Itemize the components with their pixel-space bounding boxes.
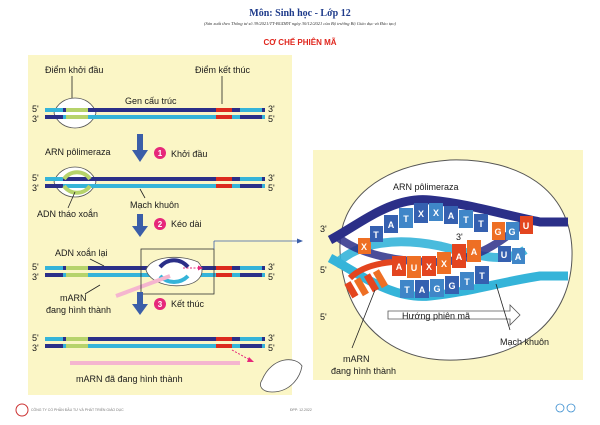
svg-text:5': 5' bbox=[268, 272, 275, 282]
termination-row: 5' 3' 3' 5' bbox=[32, 333, 303, 393]
mrna-strand bbox=[70, 361, 240, 365]
svg-text:3: 3 bbox=[158, 300, 163, 309]
detail-template-label: Mạch khuôn bbox=[500, 337, 549, 347]
step-label-2: Kéo dài bbox=[171, 219, 202, 229]
svg-text:U: U bbox=[501, 250, 508, 260]
svg-text:G: G bbox=[448, 281, 455, 291]
mrna-forming-label-1: mARN bbox=[60, 293, 87, 303]
svg-text:A: A bbox=[471, 247, 478, 257]
svg-text:X: X bbox=[361, 242, 367, 252]
svg-text:5': 5' bbox=[32, 173, 39, 183]
svg-text:U: U bbox=[523, 221, 530, 231]
svg-text:T: T bbox=[373, 230, 379, 240]
initiation-row: 5' 3' 3' 5' bbox=[32, 166, 275, 209]
svg-text:ĐPP: 12.2022: ĐPP: 12.2022 bbox=[290, 408, 312, 412]
gene-label: Gen cấu trúc bbox=[125, 96, 177, 106]
svg-text:5': 5' bbox=[268, 183, 275, 193]
svg-text:A: A bbox=[388, 220, 395, 230]
svg-text:3': 3' bbox=[32, 343, 39, 353]
page-title: Môn: Sinh học - Lớp 12 bbox=[249, 8, 351, 19]
quality-icon bbox=[566, 403, 576, 413]
svg-text:3': 3' bbox=[268, 173, 275, 183]
svg-text:G: G bbox=[508, 227, 515, 237]
svg-text:G: G bbox=[433, 284, 440, 294]
svg-text:X: X bbox=[441, 259, 447, 269]
svg-text:3': 3' bbox=[320, 224, 327, 234]
svg-text:1: 1 bbox=[158, 149, 163, 158]
direction-label: Hướng phiên mã bbox=[402, 311, 470, 321]
arrow-step-1 bbox=[132, 134, 148, 162]
transcription-detail: ARN pôlimeraza A T X X A T T A U X X A A bbox=[320, 159, 573, 361]
svg-text:5': 5' bbox=[268, 114, 275, 124]
svg-text:T: T bbox=[403, 214, 409, 224]
svg-text:G: G bbox=[494, 227, 501, 237]
svg-text:U: U bbox=[411, 263, 418, 273]
start-point-label: Điểm khởi đầu bbox=[45, 65, 103, 75]
mrna-forming-label-2: đang hình thành bbox=[46, 305, 111, 315]
zoom-box bbox=[140, 248, 215, 295]
svg-text:3': 3' bbox=[32, 272, 39, 282]
elongation-row: 5' 3' 3' 5' bbox=[32, 238, 303, 298]
detail-rna-pol-label: ARN pôlimeraza bbox=[393, 182, 459, 192]
publisher-logo-icon bbox=[15, 403, 29, 417]
svg-text:A: A bbox=[396, 262, 403, 272]
svg-text:T: T bbox=[464, 277, 470, 287]
dna-unwound-label: ADN tháo xoắn bbox=[37, 209, 98, 219]
svg-text:2: 2 bbox=[158, 220, 163, 229]
svg-text:5': 5' bbox=[32, 262, 39, 272]
detail-mrna-label-1: mARN bbox=[343, 354, 370, 364]
direction-arrow bbox=[387, 304, 521, 326]
svg-text:X: X bbox=[433, 208, 439, 218]
rna-polymerase-blob bbox=[53, 97, 97, 129]
arrow-step-2 bbox=[132, 214, 148, 237]
arrow-step-3 bbox=[132, 292, 148, 315]
step-badge-1 bbox=[154, 147, 166, 159]
svg-text:X: X bbox=[418, 209, 424, 219]
section-title: CƠ CHẾ PHIÊN MÃ bbox=[263, 38, 337, 47]
svg-text:3': 3' bbox=[456, 232, 463, 242]
template-label: Mạch khuôn bbox=[130, 200, 179, 210]
svg-text:5': 5' bbox=[268, 343, 275, 353]
end-point-label: Điểm kết thúc bbox=[195, 65, 251, 75]
rna-pol-label: ARN pôlimeraza bbox=[45, 147, 111, 157]
svg-text:T: T bbox=[478, 219, 484, 229]
page-subtitle: (Sản xuất theo Thông tư số 39/2021/TT-BG… bbox=[203, 21, 396, 26]
svg-text:3': 3' bbox=[268, 262, 275, 272]
svg-text:3': 3' bbox=[268, 104, 275, 114]
dna-rewound-label: ADN xoắn lại bbox=[55, 248, 108, 258]
step-badge-2 bbox=[154, 218, 166, 230]
svg-text:5': 5' bbox=[320, 312, 327, 322]
svg-text:3': 3' bbox=[32, 114, 39, 124]
svg-text:CÔNG TY CỔ PHẦN ĐẦU TƯ VÀ PHÁT: CÔNG TY CỔ PHẦN ĐẦU TƯ VÀ PHÁT TRIỂN GIÁ… bbox=[31, 407, 124, 412]
svg-text:3': 3' bbox=[32, 183, 39, 193]
footer: CÔNG TY CỔ PHẦN ĐẦU TƯ VÀ PHÁT TRIỂN GIÁ… bbox=[15, 403, 576, 417]
svg-text:T: T bbox=[479, 271, 485, 281]
svg-text:T: T bbox=[404, 285, 410, 295]
svg-text:A: A bbox=[419, 285, 426, 295]
mrna-tail bbox=[115, 274, 171, 298]
svg-text:A: A bbox=[515, 252, 522, 262]
step-label-1: Khởi đầu bbox=[171, 149, 207, 159]
gene-row: Điểm khởi đầu Điểm kết thúc Gen cấu trúc… bbox=[32, 65, 275, 129]
svg-text:3': 3' bbox=[268, 333, 275, 343]
released-enzyme bbox=[260, 359, 303, 393]
svg-text:X: X bbox=[426, 262, 432, 272]
certification-icon bbox=[555, 403, 565, 413]
svg-text:A: A bbox=[448, 211, 455, 221]
svg-text:5': 5' bbox=[32, 104, 39, 114]
step-label-3: Kết thúc bbox=[171, 299, 205, 309]
svg-text:T: T bbox=[463, 215, 469, 225]
mrna-formed-label: mARN đã đang hình thành bbox=[76, 374, 183, 384]
step-badge-3 bbox=[154, 298, 166, 310]
svg-text:A: A bbox=[456, 252, 463, 262]
svg-text:5': 5' bbox=[32, 333, 39, 343]
detail-mrna-label-2: đang hình thành bbox=[331, 366, 396, 376]
svg-text:5': 5' bbox=[320, 265, 327, 275]
